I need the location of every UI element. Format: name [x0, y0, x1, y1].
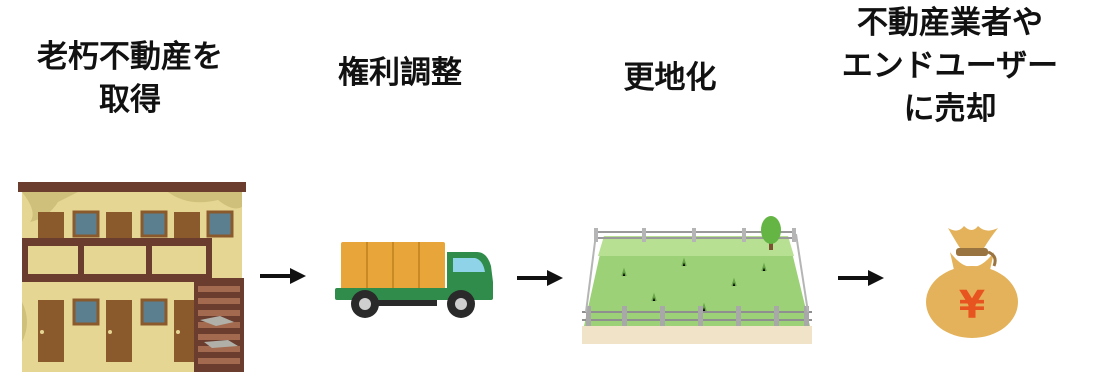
step-title-line: 不動産業者や	[857, 5, 1043, 41]
step-title-line: 取得	[99, 82, 161, 118]
step-title-line: 権利調整	[338, 55, 462, 91]
truck-icon	[335, 242, 493, 318]
vacant-lot-icon	[582, 216, 812, 344]
right-arrow-icon	[260, 268, 306, 284]
step-title-line: 老朽不動産を	[37, 39, 223, 75]
step-title-line: エンドユーザー	[841, 48, 1059, 84]
right-arrow-icon	[838, 270, 884, 286]
right-arrow-icon	[517, 270, 563, 286]
money-bag-icon: ¥	[926, 226, 1018, 338]
yen-symbol: ¥	[959, 283, 985, 327]
step-title-rights: 権利調整	[300, 52, 500, 95]
step-title-clear: 更地化	[580, 57, 760, 100]
step-title-line: に売却	[903, 91, 997, 127]
step-title-sell: 不動産業者や エンドユーザー に売却	[800, 2, 1100, 131]
step-title-line: 更地化	[623, 60, 717, 96]
step-title-acquire: 老朽不動産を 取得	[10, 36, 250, 122]
old-apartment-icon	[18, 182, 246, 372]
